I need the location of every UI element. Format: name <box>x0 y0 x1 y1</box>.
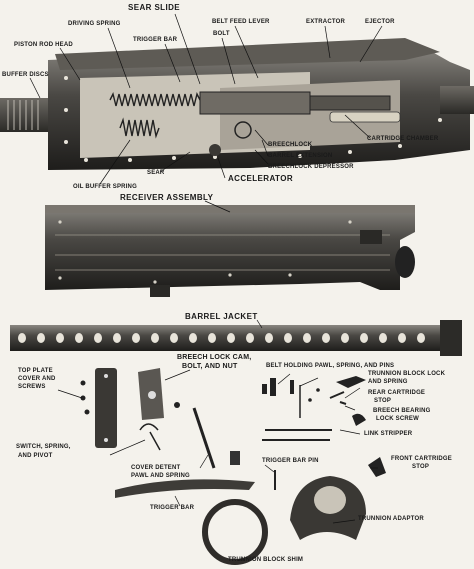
jacket-hole <box>56 333 64 343</box>
label-switch-spring-pivot-1: SWITCH, SPRING, <box>16 444 71 450</box>
label-front-cartridge-stop-2: STOP <box>412 464 430 470</box>
jacket-hole <box>398 333 406 343</box>
jacket-hole <box>284 333 292 343</box>
jacket-hole <box>322 333 330 343</box>
label-breechlock: BREECHLOCK <box>268 142 313 148</box>
label-rear-cartridge-stop-1: REAR CARTRIDGE <box>368 390 426 396</box>
cover-detent-pawl-part <box>192 407 216 469</box>
jacket-hole <box>379 333 387 343</box>
cutaway-receiver <box>0 13 474 185</box>
label-trigger-bar-top: TRIGGER BAR <box>133 37 178 43</box>
label-extractor: EXTRACTOR <box>306 19 346 25</box>
jacket-hole <box>75 333 83 343</box>
label-sear: SEAR <box>147 170 165 176</box>
label-cover-detent-1: COVER DETENT <box>131 465 181 471</box>
label-trigger-bar-pin: TRIGGER BAR PIN <box>262 458 319 464</box>
jacket-hole <box>341 333 349 343</box>
label-belt-feed-lever: BELT FEED LEVER <box>212 19 270 25</box>
label-barrel-jacket: BARREL JACKET <box>185 312 258 321</box>
label-breech-lock-cam-2: BOLT, AND NUT <box>182 363 238 370</box>
label-breech-bearing-1: BREECH BEARING <box>373 408 431 414</box>
label-trunnion-block-lock-1: TRUNNION BLOCK LOCK <box>368 371 446 377</box>
label-sear-slide: SEAR SLIDE <box>128 3 181 12</box>
label-breech-lock-cam-1: BREECH LOCK CAM, <box>177 354 252 361</box>
label-piston-rod-head: PISTON ROD HEAD <box>14 42 73 48</box>
top-plate-cover-part <box>95 368 117 448</box>
jacket-hole <box>246 333 254 343</box>
jacket-hole <box>37 333 45 343</box>
receiver-assembly-image <box>45 200 415 297</box>
label-switch-spring-pivot-2: AND PIVOT <box>18 453 53 459</box>
label-ejector: EJECTOR <box>365 19 395 25</box>
barrel-jacket-image <box>10 319 462 356</box>
jacket-hole <box>170 333 178 343</box>
small-parts-group <box>57 368 386 565</box>
label-belt-holding-pawl: BELT HOLDING PAWL, SPRING, AND PINS <box>266 363 395 369</box>
trunnion-block-shim-part <box>202 499 268 565</box>
label-breechlock-depressor: BREECHLOCK DEPRESSOR <box>268 164 354 170</box>
jacket-hole <box>94 333 102 343</box>
jacket-hole <box>265 333 273 343</box>
label-link-stripper: LINK STRIPPER <box>364 431 413 437</box>
jacket-hole <box>132 333 140 343</box>
jacket-hole <box>303 333 311 343</box>
jacket-hole <box>151 333 159 343</box>
label-trigger-bar-bottom: TRIGGER BAR <box>150 505 195 511</box>
label-oil-buffer-spring: OIL BUFFER SPRING <box>73 184 137 190</box>
label-driving-spring: DRIVING SPRING <box>68 21 121 27</box>
jacket-hole <box>417 333 425 343</box>
label-bolt: BOLT <box>213 31 230 37</box>
jacket-hole <box>227 333 235 343</box>
label-top-plate-cover-1: TOP PLATE <box>18 368 53 374</box>
label-front-cartridge-stop-1: FRONT CARTRIDGE <box>391 456 452 462</box>
jacket-hole <box>189 333 197 343</box>
label-trunnion-adaptor: TRUNNION ADAPTOR <box>358 516 424 522</box>
label-cover-detent-2: PAWL AND SPRING <box>131 473 190 479</box>
label-trunnion-block-lock-2: AND SPRING <box>368 379 408 385</box>
jacket-hole <box>360 333 368 343</box>
label-rear-cartridge-stop-2: STOP <box>374 398 392 404</box>
label-cartridge-chamber: CARTRIDGE CHAMBER <box>367 136 439 142</box>
switch-part <box>139 423 161 451</box>
label-breech-bearing-2: LOCK SCREW <box>376 416 419 422</box>
label-top-plate-cover-2: COVER AND <box>18 376 56 382</box>
jacket-hole <box>18 333 26 343</box>
label-receiver-assembly: RECEIVER ASSEMBLY <box>120 193 214 202</box>
label-trunnion-block-shim: TRUNNION BLOCK SHIM <box>228 557 304 563</box>
label-top-plate-cover-3: SCREWS <box>18 384 46 390</box>
jacket-hole <box>208 333 216 343</box>
trunnion-block-lock-part <box>336 376 366 388</box>
label-barrel-extension: BARREL EXTENSION <box>268 153 333 159</box>
label-accelerator: ACCELERATOR <box>228 174 293 183</box>
trigger-bar-part <box>115 479 255 498</box>
jacket-hole <box>113 333 121 343</box>
label-buffer-discs: BUFFER DISCS <box>2 72 49 78</box>
